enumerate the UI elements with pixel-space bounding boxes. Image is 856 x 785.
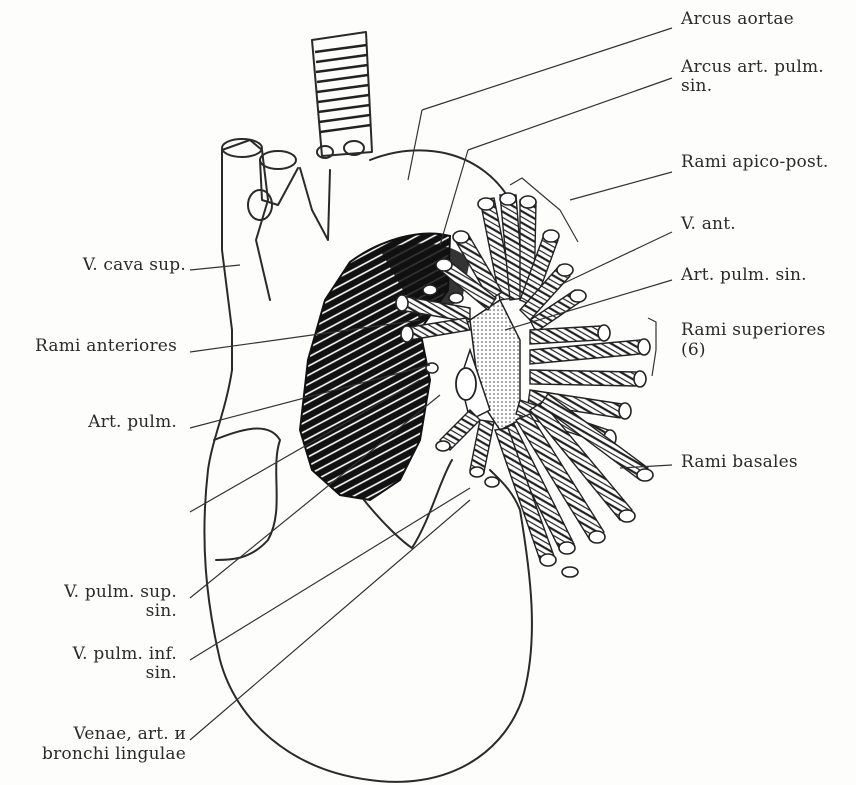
trachea <box>312 32 372 158</box>
label-arcus-art-pulm-sin: sin. <box>681 77 712 96</box>
label-venae-art: Venae, art. и <box>73 725 186 744</box>
label-arcus-aortae: Arcus aortae <box>681 10 794 29</box>
label-v-cava-sup: V. cava sup. <box>83 256 186 275</box>
label-rami-superiores-count: (6) <box>681 341 706 360</box>
label-bronchi-lingulae: bronchi lingulae <box>42 745 186 764</box>
branches-basal <box>440 394 648 560</box>
label-v-ant: V. ant. <box>681 215 736 234</box>
label-v-pulm-inf: V. pulm. inf. <box>73 645 177 664</box>
label-rami-anteriores: Rami anteriores <box>35 337 177 356</box>
label-rami-basales: Rami basales <box>681 453 798 472</box>
label-rami-superiores: Rami superiores <box>681 321 826 340</box>
label-rami-apico-post: Rami apico-post. <box>681 153 829 172</box>
label-art-pulm-sin: Art. pulm. sin. <box>681 266 807 285</box>
label-arcus-art-pulm: Arcus art. pulm. <box>681 58 824 77</box>
right-atrium <box>214 428 280 560</box>
label-v-pulm-sup: V. pulm. sup. <box>64 583 177 602</box>
label-art-pulm: Art. pulm. <box>88 413 177 432</box>
vena-cava-superior <box>222 139 298 370</box>
label-v-pulm-inf-sin: sin. <box>146 664 177 683</box>
label-v-pulm-sup-sin: sin. <box>146 602 177 621</box>
aortic-arch <box>300 150 510 240</box>
